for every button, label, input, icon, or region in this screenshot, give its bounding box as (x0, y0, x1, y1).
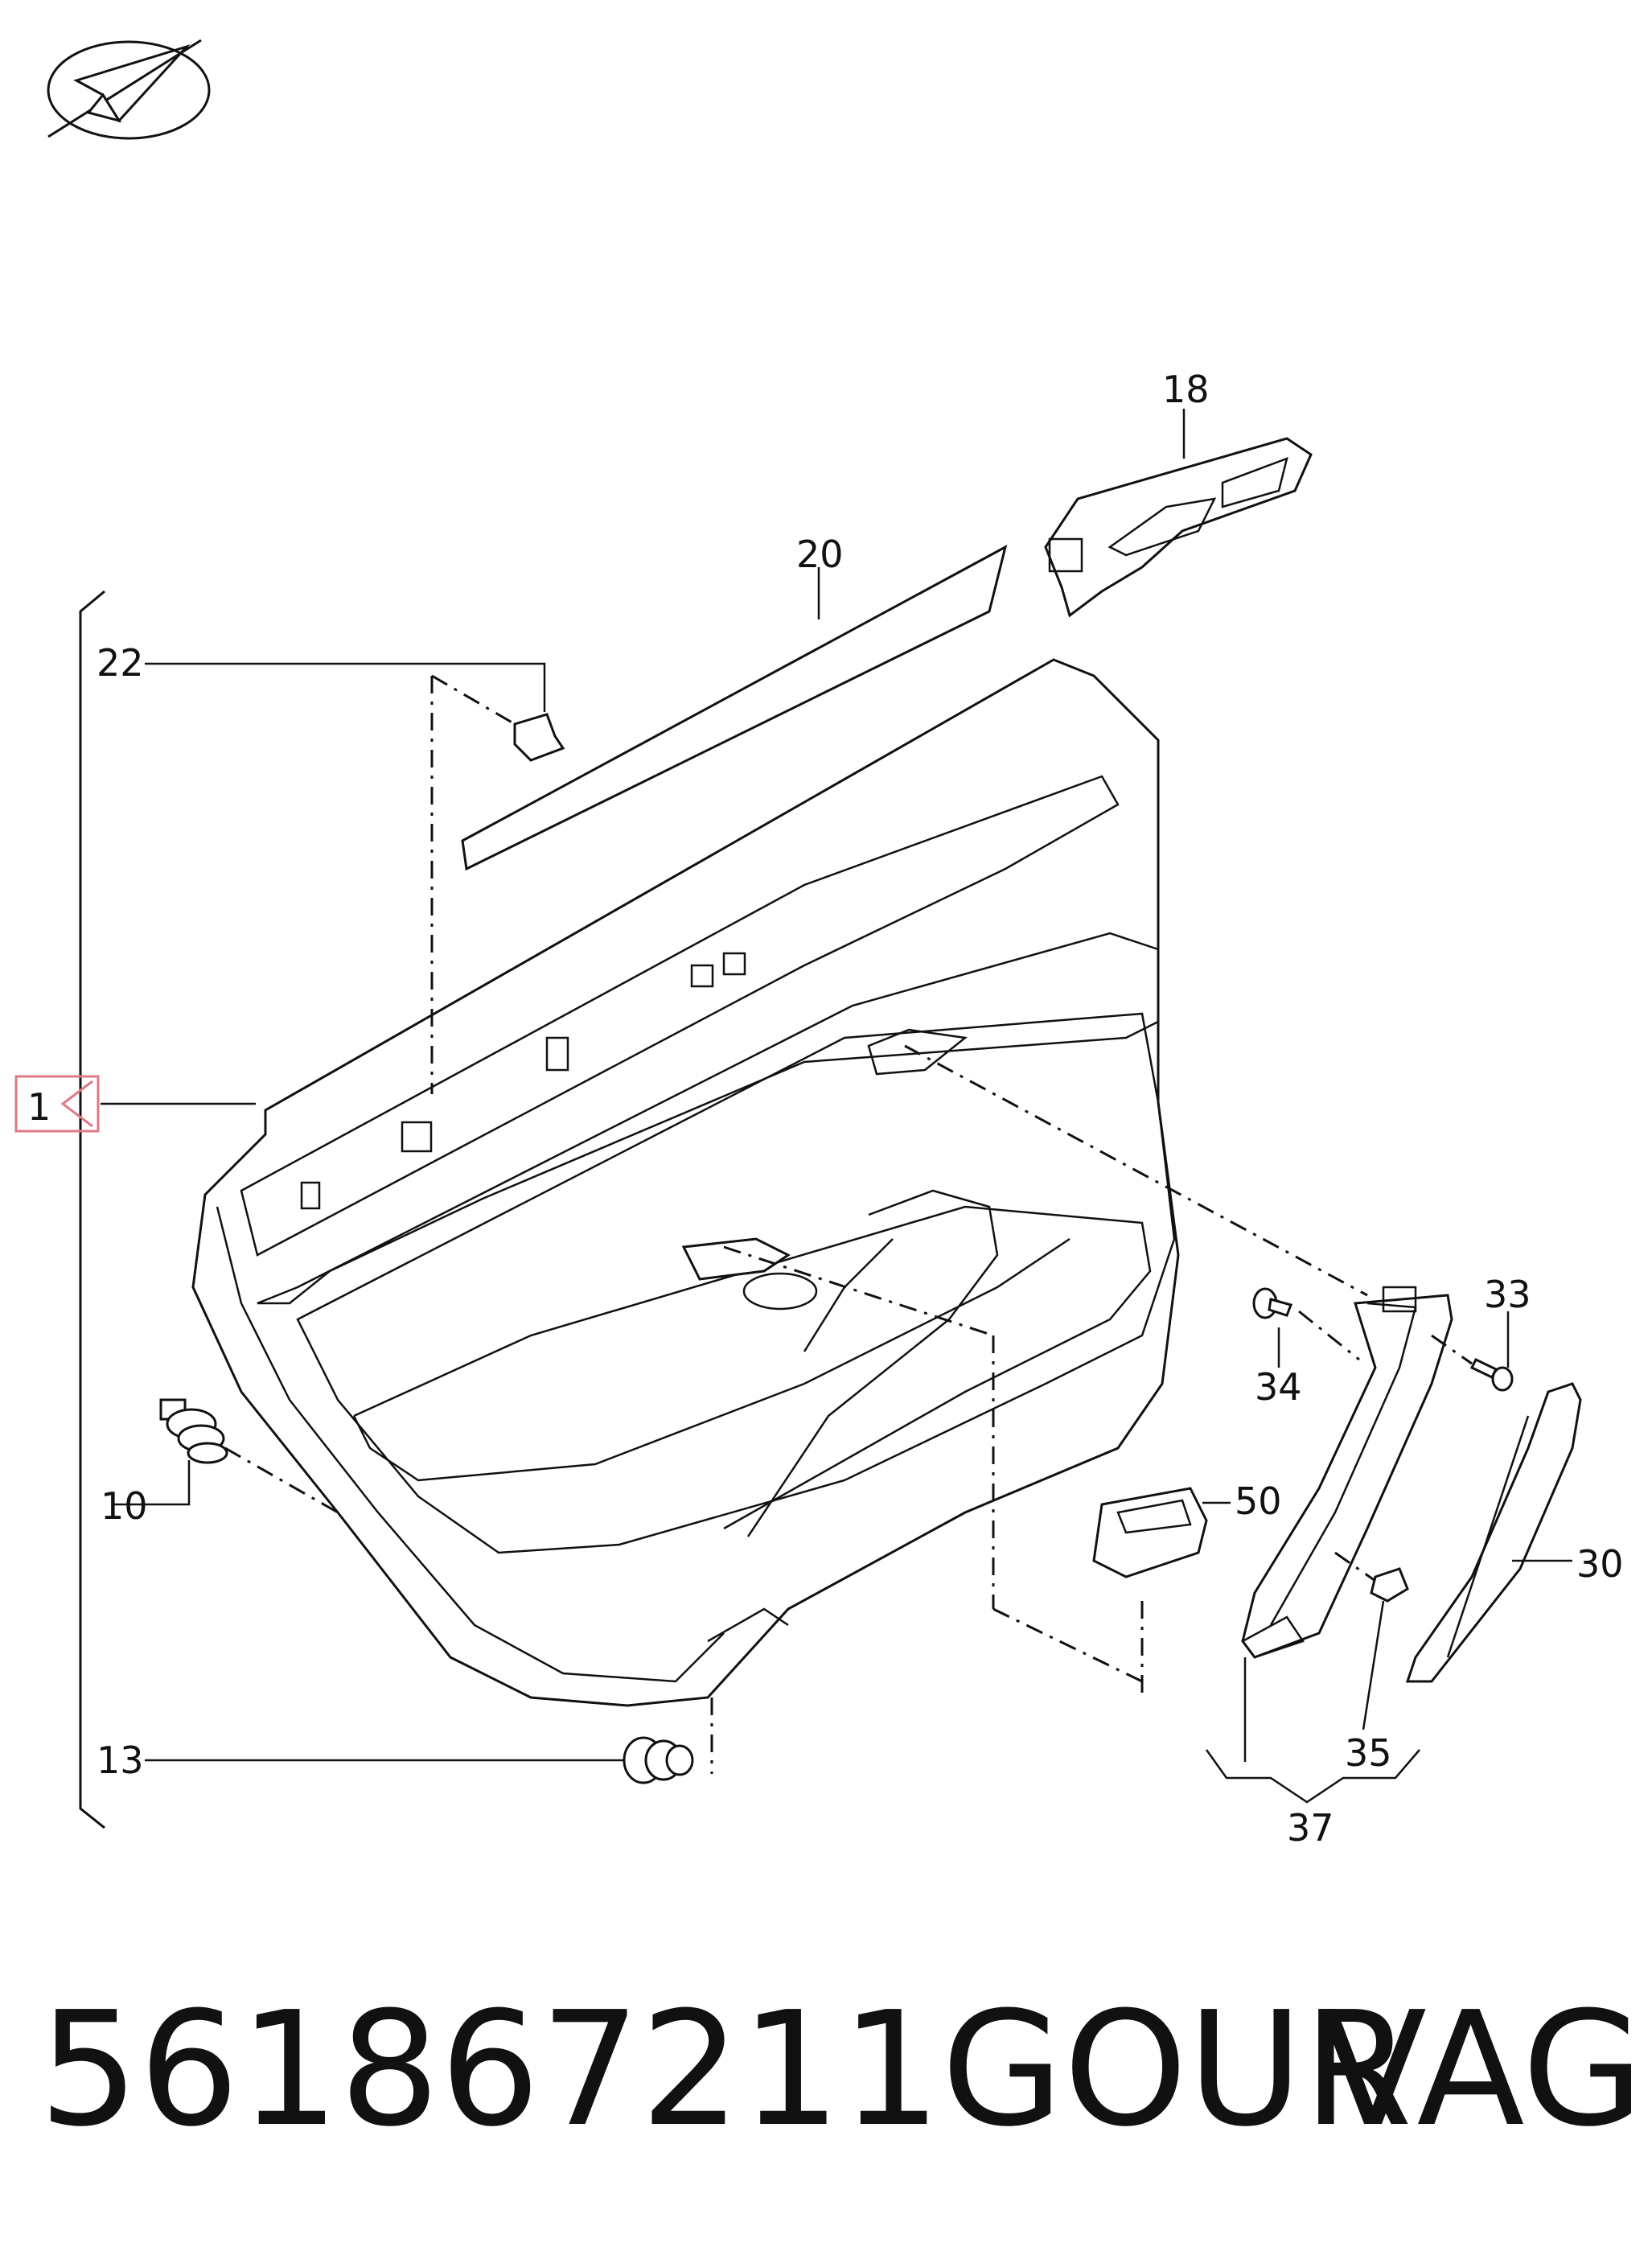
part-50-switch-housing (723, 1245, 1231, 1698)
callout-33: 33 (1484, 1273, 1531, 1316)
part-22-clip (145, 662, 565, 1094)
callout-22: 22 (97, 641, 144, 685)
part-10-retainer-clip (113, 1398, 339, 1514)
part-number-title: 561867211GOUR (39, 1978, 1412, 2162)
callout-35: 35 (1345, 1731, 1392, 1775)
part-35-clip (1334, 1551, 1409, 1730)
callout-50: 50 (1235, 1479, 1282, 1523)
callout-37: 37 (1287, 1806, 1334, 1850)
part-37-grab-handle (904, 1044, 1453, 1804)
callout-20: 20 (796, 533, 844, 576)
paper-plane-logo-icon (47, 39, 211, 140)
part-34-screw (1252, 1287, 1360, 1368)
part-13-fastener (145, 1698, 713, 1784)
callout-18: 18 (1162, 368, 1210, 411)
part-33-screw (1431, 1311, 1514, 1392)
callout-34: 34 (1255, 1365, 1302, 1409)
part-20-trim-strip (461, 545, 1008, 871)
callout-10: 10 (101, 1484, 148, 1528)
callout-30: 30 (1576, 1542, 1624, 1586)
callout-13: 13 (97, 1739, 144, 1782)
part-18-door-handle (1044, 409, 1313, 618)
door-trim-panel (191, 658, 1180, 1707)
group-bracket (79, 590, 256, 1829)
callout-1-highlight[interactable] (14, 1075, 100, 1133)
part-30-cover-trim (1405, 1382, 1582, 1683)
brand-label: VAG (1319, 1978, 1644, 2162)
callout-1: 1 (27, 1085, 51, 1129)
